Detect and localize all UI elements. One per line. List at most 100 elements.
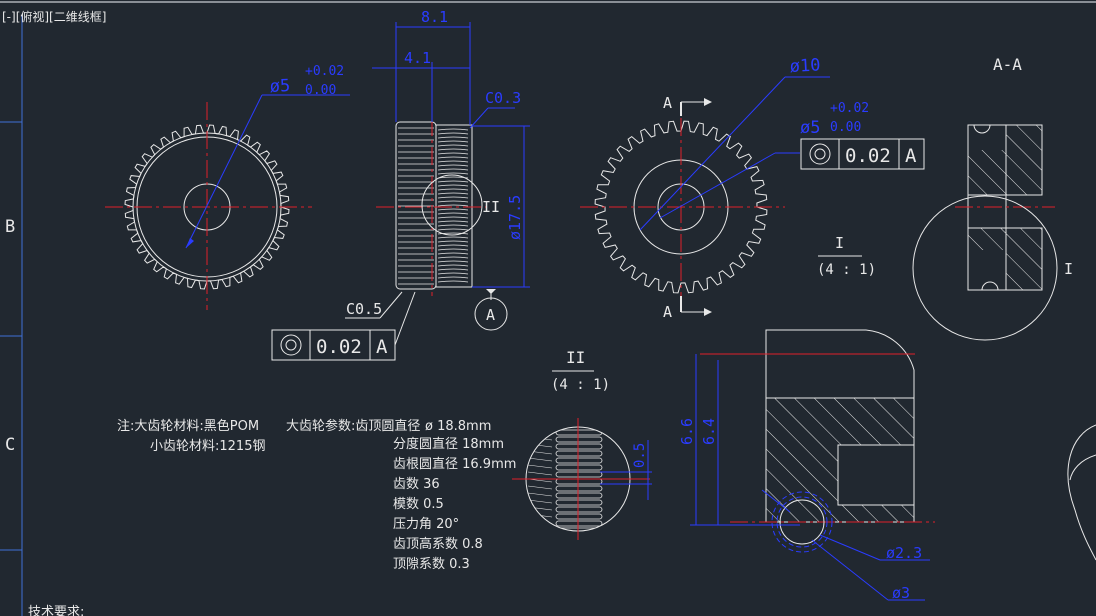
concentricity-icon-inner bbox=[814, 148, 826, 160]
detail-ii-circle bbox=[421, 174, 483, 236]
hub-tooth-line bbox=[437, 276, 469, 279]
detail-ii-threads bbox=[527, 429, 603, 531]
leader-arrow bbox=[186, 238, 194, 248]
thread-segment bbox=[555, 471, 603, 478]
concentricity-icon-inner bbox=[285, 339, 297, 351]
hub-tooth-line bbox=[437, 160, 469, 163]
section-arrowhead-bot bbox=[704, 308, 712, 316]
detail-ii-view: II (4 : 1) 0.5 bbox=[512, 348, 652, 540]
leader-dia-2 bbox=[811, 539, 889, 601]
hub-tooth-line bbox=[437, 280, 469, 283]
hub-tooth-line bbox=[437, 184, 469, 187]
datum-triangle bbox=[486, 289, 496, 294]
hub-tooth-line bbox=[437, 268, 469, 271]
dim-width-teeth: 4.1 bbox=[404, 49, 431, 67]
dim-dia-1: ø2.3 bbox=[886, 544, 922, 562]
dim-width-total: 8.1 bbox=[421, 8, 448, 26]
hub-tooth-line bbox=[437, 244, 469, 247]
thread-left-line bbox=[527, 492, 553, 497]
hub-tooth-line bbox=[437, 204, 469, 207]
section-detail-mark: I bbox=[1064, 260, 1073, 278]
hub-tooth-line bbox=[437, 148, 469, 151]
section-notch-top bbox=[973, 124, 991, 134]
hub-tooth-line bbox=[437, 176, 469, 179]
hub-tooth-line bbox=[437, 236, 469, 239]
thread-segment bbox=[555, 499, 603, 506]
left-bore-tol-lower: 0.00 bbox=[305, 83, 336, 98]
leader-hub bbox=[639, 76, 786, 231]
hub-tooth-line bbox=[437, 216, 469, 219]
detail-i-hole-outer bbox=[771, 491, 833, 553]
tol-datum-1: A bbox=[376, 336, 388, 358]
thread-segment bbox=[555, 513, 603, 520]
gear-param-item: 分度圆直径 18mm bbox=[393, 436, 504, 452]
tolerance-frame-1: 0.02 A bbox=[271, 291, 416, 361]
gear-param-item: 压力角 20° bbox=[393, 517, 459, 532]
param-title-value: ø 18.8mm bbox=[425, 419, 491, 434]
concentricity-icon bbox=[809, 143, 831, 165]
detail-i-recess bbox=[837, 444, 915, 506]
leader-c03 bbox=[469, 107, 489, 129]
side-knurl-lines bbox=[398, 127, 434, 285]
hub-tooth-line bbox=[437, 272, 469, 275]
hub-tooth-line bbox=[437, 228, 469, 231]
thread-left-line bbox=[527, 464, 553, 469]
datum-label: A bbox=[486, 306, 495, 324]
hub-tooth-line bbox=[437, 164, 469, 167]
thread-segment bbox=[555, 506, 603, 513]
thread-left-line bbox=[527, 485, 553, 490]
thread-segment bbox=[555, 450, 603, 457]
section-view-aa: A-A I bbox=[912, 55, 1073, 341]
thread-left-line bbox=[527, 527, 553, 531]
dim-chamfer-right: C0.3 bbox=[485, 89, 521, 107]
hub-tooth-line bbox=[437, 172, 469, 175]
gear-side-view: II 8.1 4.1 C0.3 ø17.5 C0.5 A bbox=[345, 8, 530, 331]
detail-i-scale: (4 : 1) bbox=[817, 262, 876, 278]
gear-left-front-view: ø5 +0.02 0.00 bbox=[105, 64, 350, 310]
note-material-2: 小齿轮材料:1215钢 bbox=[150, 439, 265, 454]
gear-param-item: 模数 0.5 bbox=[393, 497, 444, 512]
tol-value-2: 0.02 bbox=[845, 145, 891, 167]
thread-left-line bbox=[527, 443, 553, 448]
dim-chamfer-left: C0.5 bbox=[346, 300, 382, 318]
thread-segment bbox=[555, 478, 603, 485]
right-bore-tol-lower: 0.00 bbox=[830, 120, 861, 135]
hub-tooth-line bbox=[437, 192, 469, 195]
left-bore-dim: ø5 bbox=[269, 76, 291, 97]
thread-segment bbox=[555, 436, 603, 443]
viewport-label[interactable]: [-][俯视][二维线框] bbox=[2, 9, 106, 24]
detail-ii-scale: (4 : 1) bbox=[551, 377, 610, 393]
right-hub-dim: ø10 bbox=[789, 55, 821, 77]
dim-height-outer: 6.6 bbox=[678, 418, 696, 445]
dim-diameter: ø17.5 bbox=[506, 195, 524, 240]
thread-left-line bbox=[527, 429, 553, 434]
hub-tooth-line bbox=[437, 132, 469, 135]
detail-i-outline bbox=[765, 329, 915, 523]
tol-leader-1 bbox=[394, 291, 416, 346]
hub-tooth-line bbox=[437, 264, 469, 267]
hub-tooth-line bbox=[437, 248, 469, 251]
thread-left-line bbox=[527, 457, 553, 462]
detail-i-hole-solid bbox=[779, 499, 825, 545]
hub-tooth-line bbox=[437, 168, 469, 171]
detail-i-title: I bbox=[835, 234, 844, 252]
thread-left-line bbox=[527, 499, 553, 504]
hub-tooth-line bbox=[437, 232, 469, 235]
hub-tooth-line bbox=[437, 196, 469, 199]
thread-segment bbox=[555, 492, 603, 499]
row-label-c: C bbox=[5, 435, 15, 455]
leader-dia-1 bbox=[819, 534, 881, 561]
hub-tooth-line bbox=[437, 152, 469, 155]
thread-left-line bbox=[527, 436, 553, 441]
tolerance-frame-2: 0.02 A bbox=[800, 138, 925, 170]
concentricity-icon bbox=[280, 334, 302, 356]
hub-tooth-line bbox=[437, 224, 469, 227]
gear-param-item: 齿顶高系数 0.8 bbox=[393, 536, 483, 552]
section-mark-bot: A bbox=[663, 303, 672, 321]
thread-segment bbox=[555, 457, 603, 464]
hub-tooth-line bbox=[437, 220, 469, 223]
partial-shape-right-2 bbox=[1069, 454, 1096, 481]
